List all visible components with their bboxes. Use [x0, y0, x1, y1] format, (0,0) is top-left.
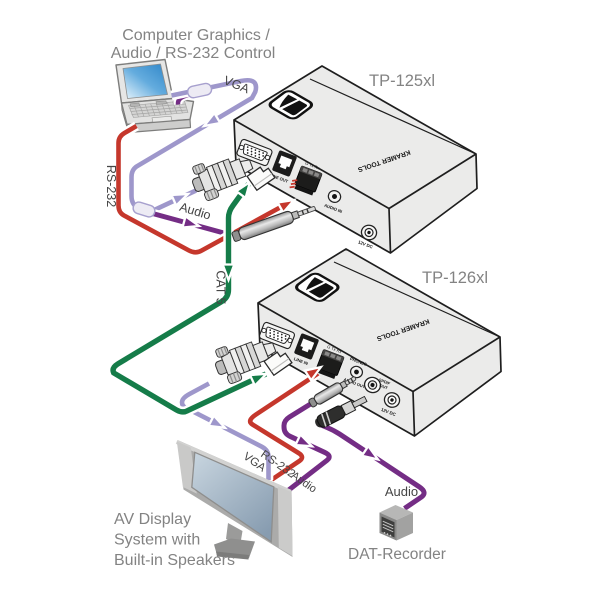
svg-text:Audio: Audio — [385, 484, 418, 499]
svg-text:CAT 5: CAT 5 — [214, 270, 228, 304]
svg-text:TP-126xl: TP-126xl — [422, 269, 488, 287]
svg-text:SPDIF: SPDIF — [378, 377, 391, 386]
svg-text:DAT-Recorder: DAT-Recorder — [348, 546, 446, 563]
svg-text:PHONES: PHONES — [349, 356, 367, 367]
svg-text:Audio / RS-232 Control: Audio / RS-232 Control — [111, 45, 276, 62]
svg-text:OUT: OUT — [379, 383, 389, 391]
svg-text:AV Display: AV Display — [114, 511, 191, 528]
svg-text:Computer Graphics /: Computer Graphics / — [122, 27, 270, 44]
svg-text:G Tx Rx: G Tx Rx — [326, 344, 343, 354]
svg-text:12V DC: 12V DC — [380, 407, 397, 417]
svg-text:Built-in Speakers: Built-in Speakers — [114, 552, 235, 569]
svg-text:System with: System with — [114, 532, 200, 549]
svg-text:12V DC: 12V DC — [357, 239, 374, 249]
svg-text:G Tx Rx: G Tx Rx — [304, 161, 321, 171]
svg-text:AUDIO IN: AUDIO IN — [323, 203, 342, 214]
svg-text:LINE IN: LINE IN — [293, 356, 309, 366]
svg-text:RS-232: RS-232 — [104, 165, 118, 207]
svg-text:LINE OUT: LINE OUT — [269, 172, 289, 184]
svg-text:TP-125xl: TP-125xl — [369, 72, 435, 90]
